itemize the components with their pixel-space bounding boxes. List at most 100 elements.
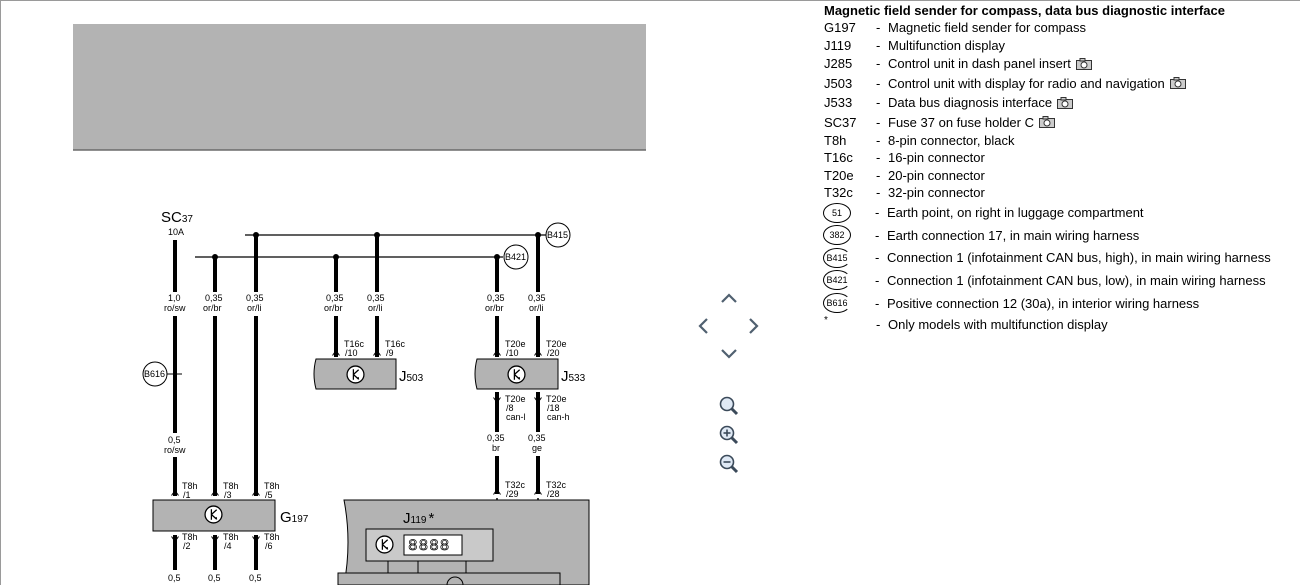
chevron-up-icon[interactable] <box>719 291 739 305</box>
svg-text:0,35: 0,35 <box>487 433 505 443</box>
svg-text:T8h: T8h <box>182 481 198 491</box>
node-b616[interactable]: B616 <box>142 361 182 387</box>
svg-text:/4: /4 <box>224 541 232 551</box>
legend-row-circled: B421-Connection 1 (infotainment CAN bus,… <box>823 269 1294 292</box>
legend-row-circled: B616-Positive connection 12 (30a), in in… <box>823 292 1294 315</box>
svg-text:0,35: 0,35 <box>205 293 223 303</box>
legend-row: J533-Data bus diagnosis interface <box>824 93 1294 113</box>
legend-code: T32c <box>824 185 853 201</box>
legend-row: J285-Control unit in dash panel insert <box>824 54 1294 74</box>
svg-text:T8h: T8h <box>264 481 280 491</box>
camera-icon[interactable] <box>1075 57 1092 70</box>
chevron-right-icon[interactable] <box>747 316 761 336</box>
legend-desc: 16-pin connector <box>888 150 985 166</box>
chevron-left-icon[interactable] <box>696 316 710 336</box>
svg-text:T8h: T8h <box>182 532 198 542</box>
svg-text:can-l: can-l <box>506 412 526 422</box>
svg-text:B421: B421 <box>505 252 526 262</box>
camera-icon[interactable] <box>1057 96 1074 109</box>
legend-row: J503-Control unit with display for radio… <box>824 73 1294 93</box>
legend-code: T20e <box>824 167 854 183</box>
legend-row: J119-Multifunction display <box>824 37 1006 53</box>
legend-row: T20e-20-pin connector <box>824 167 985 183</box>
svg-text:0,35: 0,35 <box>487 293 505 303</box>
segment-display: 8888 <box>408 537 450 555</box>
svg-text:G197: G197 <box>280 509 309 526</box>
svg-text:0,5: 0,5 <box>168 435 181 445</box>
svg-text:0,5: 0,5 <box>249 573 262 583</box>
fuse-rating: 10A <box>168 227 184 237</box>
connection-badge: 382 <box>823 225 851 246</box>
legend-desc: Earth point, on right in luggage compart… <box>887 205 1144 221</box>
svg-text:/18: /18 <box>547 403 560 413</box>
legend-row-circled: 382-Earth connection 17, in main wiring … <box>823 224 1294 247</box>
svg-text:0,5: 0,5 <box>168 573 181 583</box>
svg-text:0,35: 0,35 <box>528 433 546 443</box>
svg-text:T32c: T32c <box>505 480 526 490</box>
svg-text:/29: /29 <box>506 489 519 499</box>
svg-text:J533: J533 <box>561 368 586 385</box>
node-b415[interactable]: B415 <box>545 222 571 248</box>
svg-text:/2: /2 <box>183 541 191 551</box>
svg-text:/3: /3 <box>224 490 232 500</box>
legend-desc: Positive connection 12 (30a), in interio… <box>887 295 1200 311</box>
legend-row: T8h-8-pin connector, black <box>824 132 1015 148</box>
svg-text:/10: /10 <box>345 348 358 358</box>
svg-text:T20e: T20e <box>546 339 567 349</box>
legend-desc: 20-pin connector <box>888 167 985 183</box>
component-j119[interactable]: J119* 8888 <box>337 499 590 585</box>
node-b421[interactable]: B421 <box>503 244 529 270</box>
legend-code: J533 <box>824 95 853 111</box>
connection-badge: B421 <box>823 270 851 291</box>
zoom-out-icon[interactable] <box>718 453 740 475</box>
svg-text:J119*: J119* <box>403 510 434 527</box>
component-j503[interactable]: J503 <box>313 358 424 390</box>
camera-icon[interactable] <box>1169 77 1186 90</box>
wiring-diagram[interactable]: SC37 10A B415 B421 <box>0 0 800 585</box>
svg-text:or/li: or/li <box>247 303 262 313</box>
svg-text:0,35: 0,35 <box>528 293 546 303</box>
chevron-down-icon[interactable] <box>719 347 739 361</box>
legend-code: J503 <box>824 75 853 91</box>
legend-row: T16c-16-pin connector <box>824 150 985 166</box>
svg-text:0,35: 0,35 <box>367 293 385 303</box>
legend-code: T8h <box>824 132 847 148</box>
legend-row: SC37-Fuse 37 on fuse holder C <box>824 112 1294 132</box>
svg-text:or/li: or/li <box>529 303 544 313</box>
svg-text:T32c: T32c <box>546 480 567 490</box>
svg-text:1,0: 1,0 <box>168 293 181 303</box>
svg-text:T20e: T20e <box>546 394 567 404</box>
zoom-in-icon[interactable] <box>718 424 740 446</box>
component-j533[interactable]: J533 <box>474 358 586 390</box>
svg-text:ro/sw: ro/sw <box>164 445 186 455</box>
legend-footnote: * - Only models with multifunction displ… <box>824 314 1108 332</box>
connection-badge: 51 <box>823 202 851 223</box>
fuse-label: SC37 <box>161 209 193 226</box>
legend-code: J285 <box>824 56 853 72</box>
component-g197[interactable]: G197 <box>152 499 309 532</box>
svg-text:0,5: 0,5 <box>208 573 221 583</box>
magnifier-icon[interactable] <box>718 395 740 417</box>
svg-text:can-h: can-h <box>547 412 570 422</box>
legend-code: G197 <box>824 20 856 36</box>
connection-badge: B415 <box>823 247 851 268</box>
svg-text:/9: /9 <box>386 348 394 358</box>
svg-text:/8: /8 <box>506 403 514 413</box>
svg-text:0,35: 0,35 <box>246 293 264 303</box>
legend-row: G197-Magnetic field sender for compass <box>824 20 1086 36</box>
legend-title: Magnetic field sender for compass, data … <box>824 3 1225 18</box>
svg-text:/10: /10 <box>506 348 519 358</box>
svg-text:or/li: or/li <box>368 303 383 313</box>
legend-row: T32c-32-pin connector <box>824 185 985 201</box>
svg-text:T8h: T8h <box>264 532 280 542</box>
camera-icon[interactable] <box>1038 116 1055 129</box>
legend-desc: 8-pin connector, black <box>888 132 1015 148</box>
legend-circled: 51-Earth point, on right in luggage comp… <box>823 201 1294 315</box>
legend-desc: Magnetic field sender for compass <box>888 20 1086 36</box>
legend-desc: 32-pin connector <box>888 185 985 201</box>
svg-text:or/br: or/br <box>324 303 343 313</box>
legend: Magnetic field sender for compass, data … <box>823 3 1294 334</box>
svg-text:ge: ge <box>532 443 542 453</box>
svg-text:ro/sw: ro/sw <box>164 303 186 313</box>
